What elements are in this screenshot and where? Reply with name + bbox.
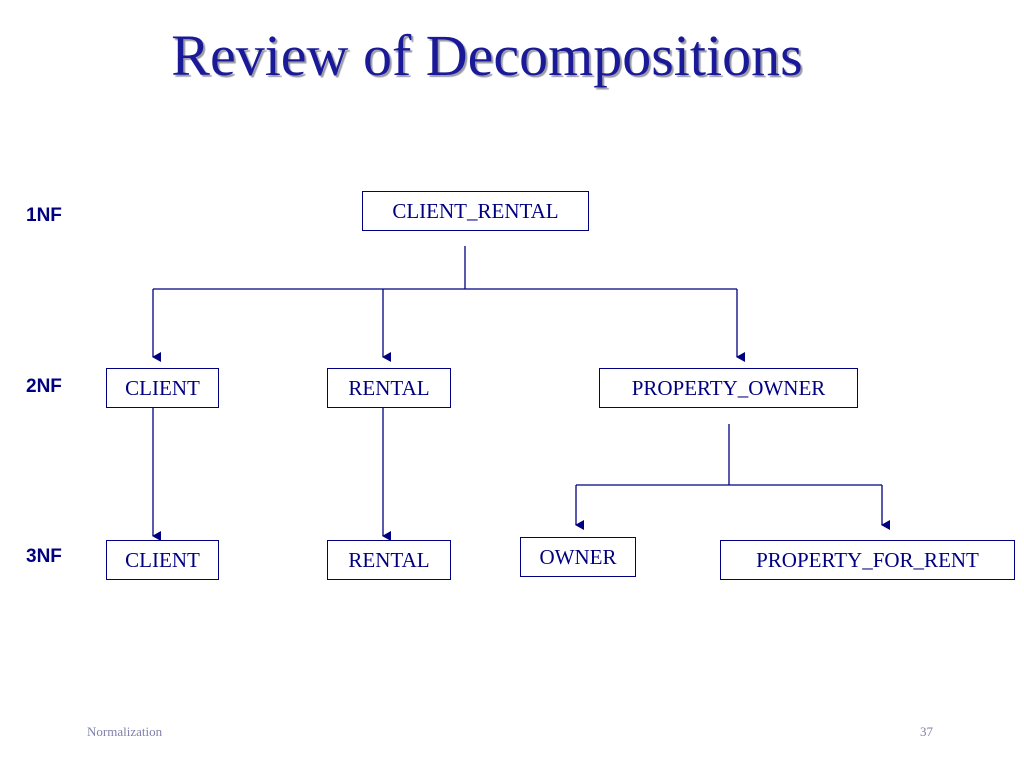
level-label-2nf: 2NF: [26, 376, 62, 397]
node-property-owner: PROPERTY_OWNER: [599, 368, 858, 408]
page-number: 37: [920, 724, 933, 739]
node-owner: OWNER: [520, 537, 636, 577]
level-label-1nf: 1NF: [26, 205, 62, 226]
node-client-rental: CLIENT_RENTAL: [362, 191, 589, 231]
node-client-3nf: CLIENT: [106, 540, 219, 580]
node-rental-2nf: RENTAL: [327, 368, 451, 408]
node-client-2nf: CLIENT: [106, 368, 219, 408]
node-rental-3nf: RENTAL: [327, 540, 451, 580]
node-property-for-rent: PROPERTY_FOR_RENT: [720, 540, 1015, 580]
level-label-3nf: 3NF: [26, 546, 62, 567]
slide-title: Review of Decompositions: [171, 23, 803, 88]
footer-topic: Normalization: [87, 724, 163, 739]
